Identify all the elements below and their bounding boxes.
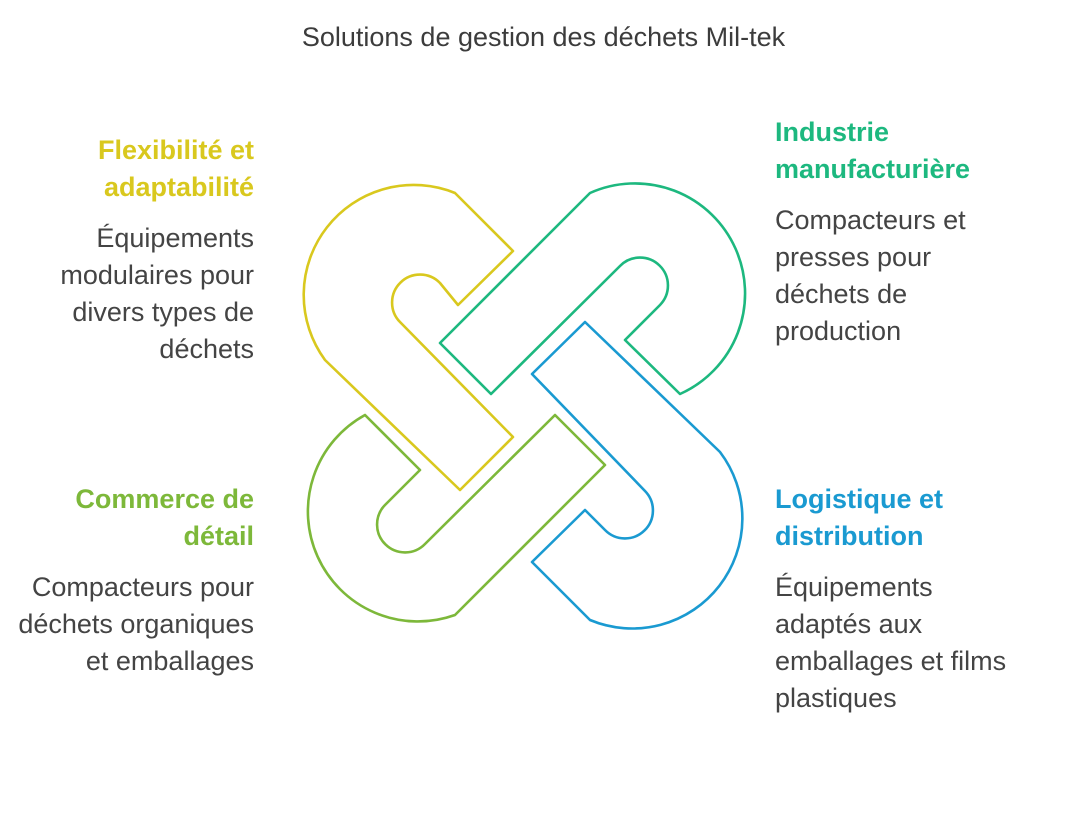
top-right-block: Industrie manufacturière Compacteurs et … <box>775 114 1015 350</box>
bottom-right-heading: Logistique et distribution <box>775 484 943 551</box>
knot-link-yellow <box>302 183 515 492</box>
diagram-title: Solutions de gestion des déchets Mil-tek <box>301 22 786 52</box>
top-left-block: Flexibilité et adaptabilité Équipements … <box>14 132 254 368</box>
bottom-left-description: Compacteurs pour déchets organiques et e… <box>18 572 254 676</box>
knot-link-lime <box>306 413 607 623</box>
knot-link-blue <box>530 320 744 630</box>
knot-link-green <box>438 182 747 396</box>
bottom-left-block: Commerce de détail Compacteurs pour déch… <box>14 481 254 680</box>
bottom-right-block: Logistique et distribution Équipements a… <box>775 481 1015 717</box>
bottom-left-heading: Commerce de détail <box>75 484 254 551</box>
top-right-heading: Industrie manufacturière <box>775 117 971 184</box>
top-left-heading: Flexibilité et adaptabilité <box>97 135 254 202</box>
bottom-right-description: Équipements adaptés aux emballages et fi… <box>775 572 1007 713</box>
top-right-description: Compacteurs et presses pour déchets de p… <box>775 205 966 346</box>
top-left-description: Équipements modulaires pour divers types… <box>60 223 254 364</box>
